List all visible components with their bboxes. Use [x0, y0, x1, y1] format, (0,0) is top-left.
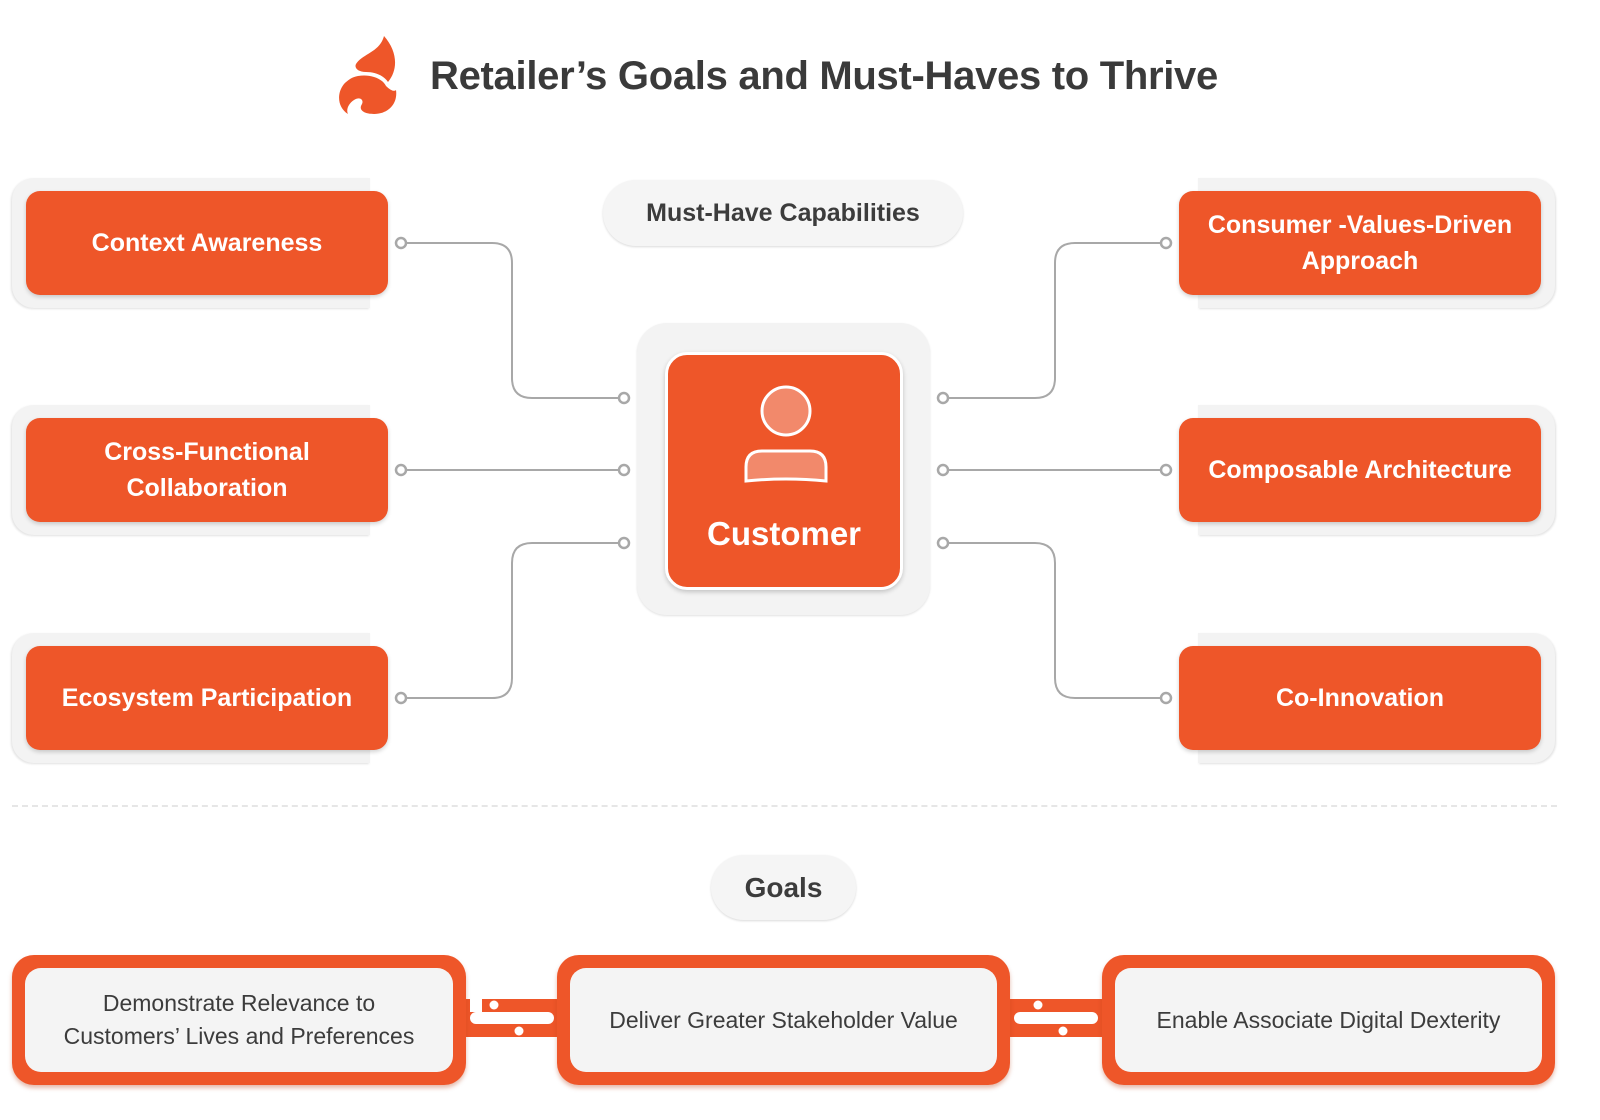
- customer-node[interactable]: Customer: [665, 352, 903, 590]
- goal-label: Deliver Greater Stakeholder Value: [609, 1006, 958, 1033]
- user-icon: [740, 385, 832, 485]
- flame-icon: [336, 34, 398, 118]
- capability-ecosystem-participation[interactable]: Ecosystem Participation: [26, 646, 388, 750]
- must-have-capabilities-heading: Must-Have Capabilities: [603, 180, 963, 246]
- goal-label: Demonstrate Relevance to Customers’ Live…: [63, 990, 415, 1049]
- capability-co-innovation[interactable]: Co-Innovation: [1179, 646, 1541, 750]
- capability-label: Context Awareness: [91, 229, 323, 257]
- capability-context-awareness[interactable]: Context Awareness: [26, 191, 388, 295]
- goal-enable-associate-dexterity[interactable]: Enable Associate Digital Dexterity: [1102, 955, 1555, 1085]
- capability-composable-architecture[interactable]: Composable Architecture: [1179, 418, 1541, 522]
- goals-heading: Goals: [711, 855, 856, 920]
- capability-label: Consumer -Values-Driven Approach: [1207, 211, 1513, 275]
- capability-label: Cross-Functional Collaboration: [104, 438, 310, 502]
- goal-deliver-stakeholder-value[interactable]: Deliver Greater Stakeholder Value: [557, 955, 1010, 1085]
- capability-label: Co-Innovation: [1275, 684, 1445, 712]
- page-title: Retailer’s Goals and Must-Haves to Thriv…: [430, 53, 1218, 98]
- connector-lines: [394, 236, 1173, 705]
- goal-label: Enable Associate Digital Dexterity: [1156, 1006, 1501, 1033]
- header: Retailer’s Goals and Must-Haves to Thriv…: [336, 34, 1218, 118]
- capability-cross-functional-collaboration[interactable]: Cross-Functional Collaboration: [26, 418, 388, 522]
- capability-label: Composable Architecture: [1208, 456, 1512, 484]
- goal-demonstrate-relevance[interactable]: Demonstrate Relevance to Customers’ Live…: [12, 955, 466, 1085]
- section-divider: [12, 805, 1557, 807]
- capability-consumer-values-driven-approach[interactable]: Consumer -Values-Driven Approach: [1179, 191, 1541, 295]
- capability-label: Ecosystem Participation: [61, 684, 353, 712]
- customer-label: Customer: [706, 515, 862, 552]
